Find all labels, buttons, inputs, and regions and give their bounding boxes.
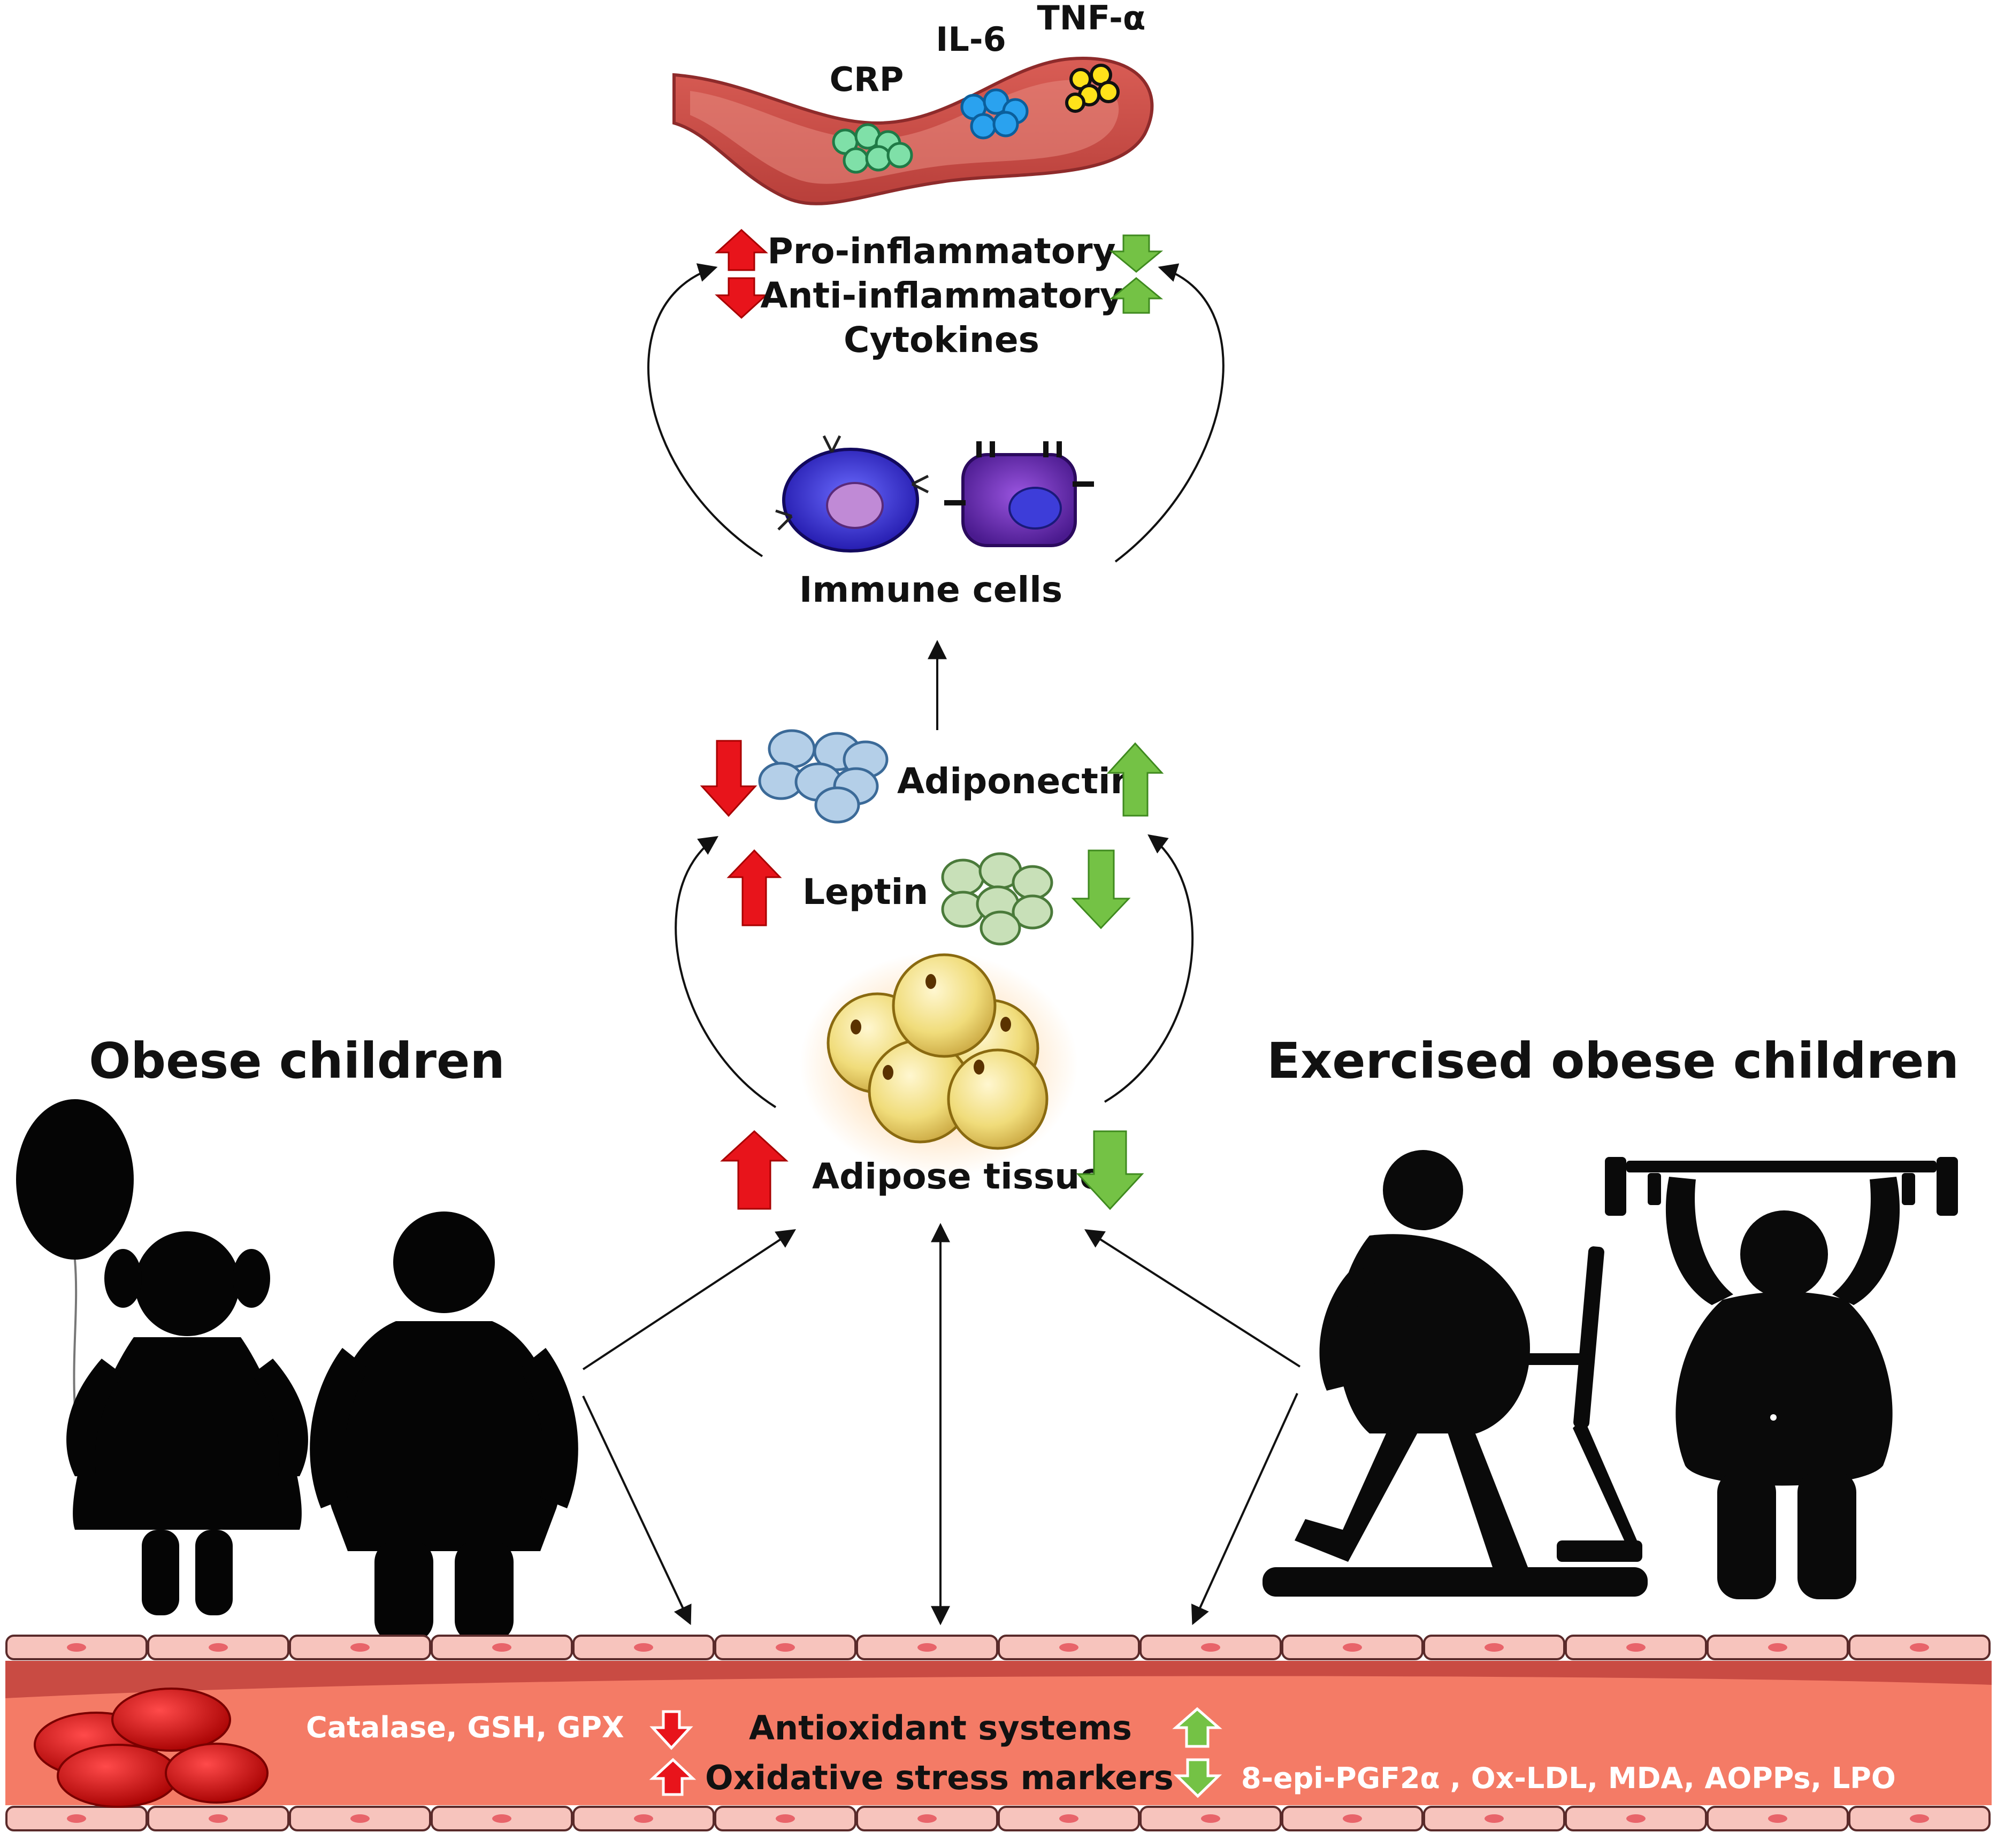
endothelial-nucleus [1626, 1814, 1646, 1823]
arrow-obese-to-vessel [582, 1395, 692, 1625]
crp-label: CRP [830, 60, 904, 99]
increase-arrow-icon [1172, 1707, 1222, 1748]
exercised-obese-children-silhouette [1263, 1150, 1958, 1599]
increase-arrow-icon [715, 228, 768, 271]
increase-arrow-icon [720, 1130, 789, 1210]
arrow-immune-to-cytokines-left [647, 263, 763, 557]
crp-molecule-cluster [832, 123, 913, 174]
arrow-exercised-to-vessel [1191, 1393, 1298, 1625]
endothelial-nucleus [1910, 1643, 1929, 1652]
endothelial-nucleus [1768, 1643, 1787, 1652]
increase-arrow-icon [649, 1758, 697, 1796]
adipokines-block: Adiponectin Leptin [700, 729, 1164, 946]
endothelial-nucleus [1626, 1643, 1646, 1652]
adiponectin-molecule-cluster [758, 729, 889, 824]
adipose-tissue-label: Adipose tissue [812, 1156, 1104, 1197]
endothelial-nucleus [350, 1814, 370, 1823]
endothelial-cells-top [5, 1635, 1991, 1660]
adipose-tissue-illustration: Adipose tissue [720, 952, 1144, 1210]
endothelial-nucleus [1910, 1814, 1929, 1823]
decrease-arrow-icon [1071, 849, 1131, 930]
exercised-obese-children-title: Exercised obese children [1267, 1032, 1959, 1090]
arrow-exercised-to-adipose [1084, 1229, 1301, 1368]
red-blood-cells-icon [34, 1688, 269, 1808]
immune-cells-illustration: Immune cells [775, 435, 1094, 610]
endothelial-nucleus [634, 1643, 653, 1652]
endothelial-nucleus [1485, 1643, 1504, 1652]
oxidative-stress-markers-label: Oxidative stress markers [705, 1758, 1174, 1797]
adiponectin-label: Adiponectin [897, 761, 1136, 802]
immune-cells-label: Immune cells [799, 569, 1062, 610]
endothelial-nucleus [209, 1814, 228, 1823]
endothelial-nucleus [634, 1814, 653, 1823]
arrow-adipose-to-adipokines-left [675, 835, 777, 1108]
endothelial-nucleus [1059, 1814, 1078, 1823]
endothelial-nucleus [1343, 1814, 1362, 1823]
endothelial-nucleus [1768, 1814, 1787, 1823]
obese-children-silhouette [16, 1099, 578, 1642]
anti-inflammatory-label: Anti-inflammatory [760, 275, 1122, 316]
balloon-icon [16, 1099, 134, 1260]
endothelial-nucleus [917, 1814, 937, 1823]
cytokines-label: Cytokines [844, 319, 1039, 361]
antioxidant-enzymes-label: Catalase, GSH, GPX [306, 1711, 624, 1744]
endothelial-nucleus [492, 1643, 511, 1652]
antioxidant-systems-label: Antioxidant systems [749, 1708, 1132, 1747]
endothelial-nucleus [67, 1643, 86, 1652]
cytokines-block: Pro-inflammatory Anti-inflammatory Cytok… [715, 228, 1164, 361]
arrow-obese-to-adipose [582, 1229, 797, 1370]
increase-arrow-icon [1106, 742, 1164, 817]
endothelial-nucleus [917, 1643, 937, 1652]
endothelial-nucleus [1485, 1814, 1504, 1823]
arrow-immune-to-cytokines-right [1114, 263, 1225, 563]
decrease-arrow-icon [1173, 1758, 1222, 1798]
endothelial-nucleus [1059, 1643, 1078, 1652]
il6-molecule-cluster [960, 88, 1029, 140]
leptin-label: Leptin [802, 871, 928, 913]
endothelial-nucleus [67, 1814, 86, 1823]
il6-label: IL-6 [936, 20, 1006, 59]
arrow-adipose-to-adipokines-right [1104, 834, 1194, 1103]
decrease-arrow-icon [715, 277, 768, 319]
decrease-arrow-icon [1076, 1130, 1144, 1210]
obese-children-title: Obese children [89, 1032, 505, 1090]
endothelial-nucleus [1201, 1643, 1220, 1652]
endothelial-nucleus [776, 1643, 795, 1652]
leptin-molecule-cluster [941, 852, 1053, 946]
endothelial-nucleus [492, 1814, 511, 1823]
decrease-arrow-icon [649, 1710, 693, 1750]
bottom-blood-vessel: Catalase, GSH, GPX Antioxidant systems O… [5, 1635, 1992, 1831]
tnf-label: TNF-α [1037, 0, 1146, 37]
endothelial-nucleus [209, 1643, 228, 1652]
endothelial-nucleus [1343, 1643, 1362, 1652]
pro-inflammatory-label: Pro-inflammatory [767, 231, 1115, 272]
oxidative-markers-list: 8-epi-PGF2α , Ox-LDL, MDA, AOPPs, LPO [1241, 1761, 1896, 1795]
increase-arrow-icon [1109, 277, 1164, 314]
blood-vessel-illustration: CRP IL-6 TNF-α [672, 0, 1154, 205]
endothelial-nucleus [776, 1814, 795, 1823]
increase-arrow-icon [726, 849, 782, 926]
endothelial-nucleus [350, 1643, 370, 1652]
decrease-arrow-icon [1109, 234, 1164, 273]
endothelial-nucleus [1201, 1814, 1220, 1823]
decrease-arrow-icon [700, 740, 758, 817]
endothelial-cells-bottom [5, 1806, 1991, 1831]
tnf-molecule-cluster [1065, 64, 1120, 113]
